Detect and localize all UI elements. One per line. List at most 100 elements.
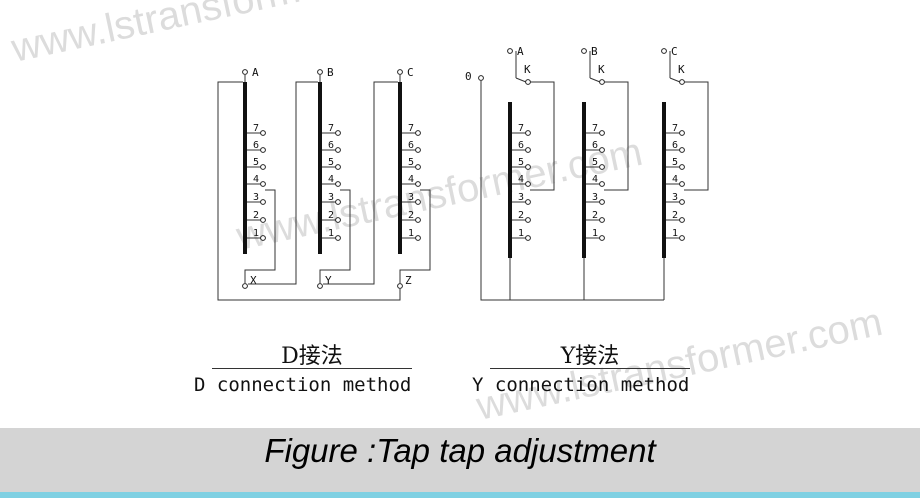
tap-terminal: [599, 130, 605, 136]
tap-bridge-y: [319, 189, 351, 283]
tap-switch-label-a: K: [524, 63, 531, 76]
tap-number-4: 4: [592, 174, 598, 185]
tap-switch-wire-c: [684, 81, 709, 191]
tap-terminal: [415, 130, 421, 136]
tap-terminal: [415, 235, 421, 241]
terminal-x: [242, 283, 248, 289]
tap-terminal: [679, 235, 685, 241]
tap-terminal: [335, 217, 341, 223]
watermark-top: www.lstransformer.com: [7, 0, 422, 71]
y-title-underline: [490, 368, 690, 369]
tap-number-2: 2: [408, 210, 414, 221]
tap-number-4: 4: [672, 174, 678, 185]
tap-number-4: 4: [518, 174, 524, 185]
tap-terminal: [599, 164, 605, 170]
tap-number-1: 1: [518, 228, 524, 239]
caption-bar: [0, 428, 920, 492]
d-title-underline: [212, 368, 412, 369]
tap-number-2: 2: [253, 210, 259, 221]
tap-number-1: 1: [592, 228, 598, 239]
tap-bridge-x: [244, 189, 276, 283]
tap-terminal: [599, 147, 605, 153]
tap-terminal: [415, 147, 421, 153]
terminal-label-b: B: [327, 66, 334, 79]
terminal-label-c: C: [671, 45, 678, 58]
tap-terminal: [335, 235, 341, 241]
tap-number-5: 5: [518, 157, 524, 168]
tap-terminal: [415, 217, 421, 223]
tap-number-2: 2: [328, 210, 334, 221]
terminal-label-a: A: [517, 45, 524, 58]
terminal-z: [397, 283, 403, 289]
terminal-label-neutral: 0: [465, 70, 472, 83]
winding-coil-a: [508, 102, 512, 258]
tap-terminal: [679, 164, 685, 170]
tap-terminal: [415, 181, 421, 187]
tap-terminal: [599, 217, 605, 223]
tap-number-6: 6: [253, 140, 259, 151]
tap-number-1: 1: [253, 228, 259, 239]
tap-number-6: 6: [592, 140, 598, 151]
tap-number-6: 6: [672, 140, 678, 151]
winding-coil-c: [398, 82, 402, 254]
terminal-label-y: Y: [325, 274, 332, 287]
tap-terminal: [679, 217, 685, 223]
tap-terminal: [679, 147, 685, 153]
tap-terminal: [525, 164, 531, 170]
tap-number-6: 6: [408, 140, 414, 151]
d-method-title: D接法: [281, 344, 343, 369]
tap-terminal: [335, 164, 341, 170]
tap-terminal: [599, 199, 605, 205]
terminal-label-a: A: [252, 66, 259, 79]
winding-coil-b: [318, 82, 322, 254]
tap-switch-b: [599, 79, 605, 85]
figure-caption: Figure :Tap tap adjustment: [264, 432, 656, 469]
tap-number-5: 5: [672, 157, 678, 168]
tap-number-3: 3: [328, 192, 334, 203]
terminal-label-z: Z: [405, 274, 412, 287]
tap-terminal: [335, 181, 341, 187]
wiring-diagram: www.lstransformer.com www.lstransformer.…: [7, 0, 887, 428]
tap-terminal: [260, 130, 266, 136]
tap-terminal: [260, 199, 266, 205]
tap-switch-blade: [515, 77, 527, 83]
tap-terminal: [525, 217, 531, 223]
tap-terminal: [679, 130, 685, 136]
tap-number-1: 1: [672, 228, 678, 239]
tap-number-6: 6: [518, 140, 524, 151]
tap-number-2: 2: [518, 210, 524, 221]
neutral-bus-wire: [480, 81, 664, 301]
delta-wire-a-z: [217, 81, 401, 301]
tap-switch-label-c: K: [678, 63, 685, 76]
winding-coil-a: [243, 82, 247, 254]
tap-number-3: 3: [518, 192, 524, 203]
delta-wire-b-x: [248, 81, 318, 285]
tap-terminal: [679, 181, 685, 187]
tap-terminal: [260, 181, 266, 187]
terminal-label-c: C: [407, 66, 414, 79]
tap-switch-label-b: K: [598, 63, 605, 76]
tap-number-4: 4: [408, 174, 414, 185]
terminal-label-x: X: [250, 274, 257, 287]
tap-terminal: [260, 235, 266, 241]
tap-switch-a: [525, 79, 531, 85]
tap-terminal: [525, 130, 531, 136]
tap-terminal: [525, 199, 531, 205]
terminal-b: [581, 48, 587, 54]
terminal-b: [317, 69, 323, 75]
terminal-a: [507, 48, 513, 54]
tap-switch-c: [679, 79, 685, 85]
tap-terminal: [260, 164, 266, 170]
tap-number-7: 7: [253, 123, 259, 134]
tap-number-7: 7: [592, 123, 598, 134]
tap-number-2: 2: [672, 210, 678, 221]
tap-terminal: [335, 147, 341, 153]
tap-number-7: 7: [672, 123, 678, 134]
y-method-subtitle: Y connection method: [472, 374, 690, 396]
tap-switch-wire-a: [530, 81, 555, 191]
tap-terminal: [525, 147, 531, 153]
tap-number-5: 5: [328, 157, 334, 168]
tap-number-7: 7: [518, 123, 524, 134]
